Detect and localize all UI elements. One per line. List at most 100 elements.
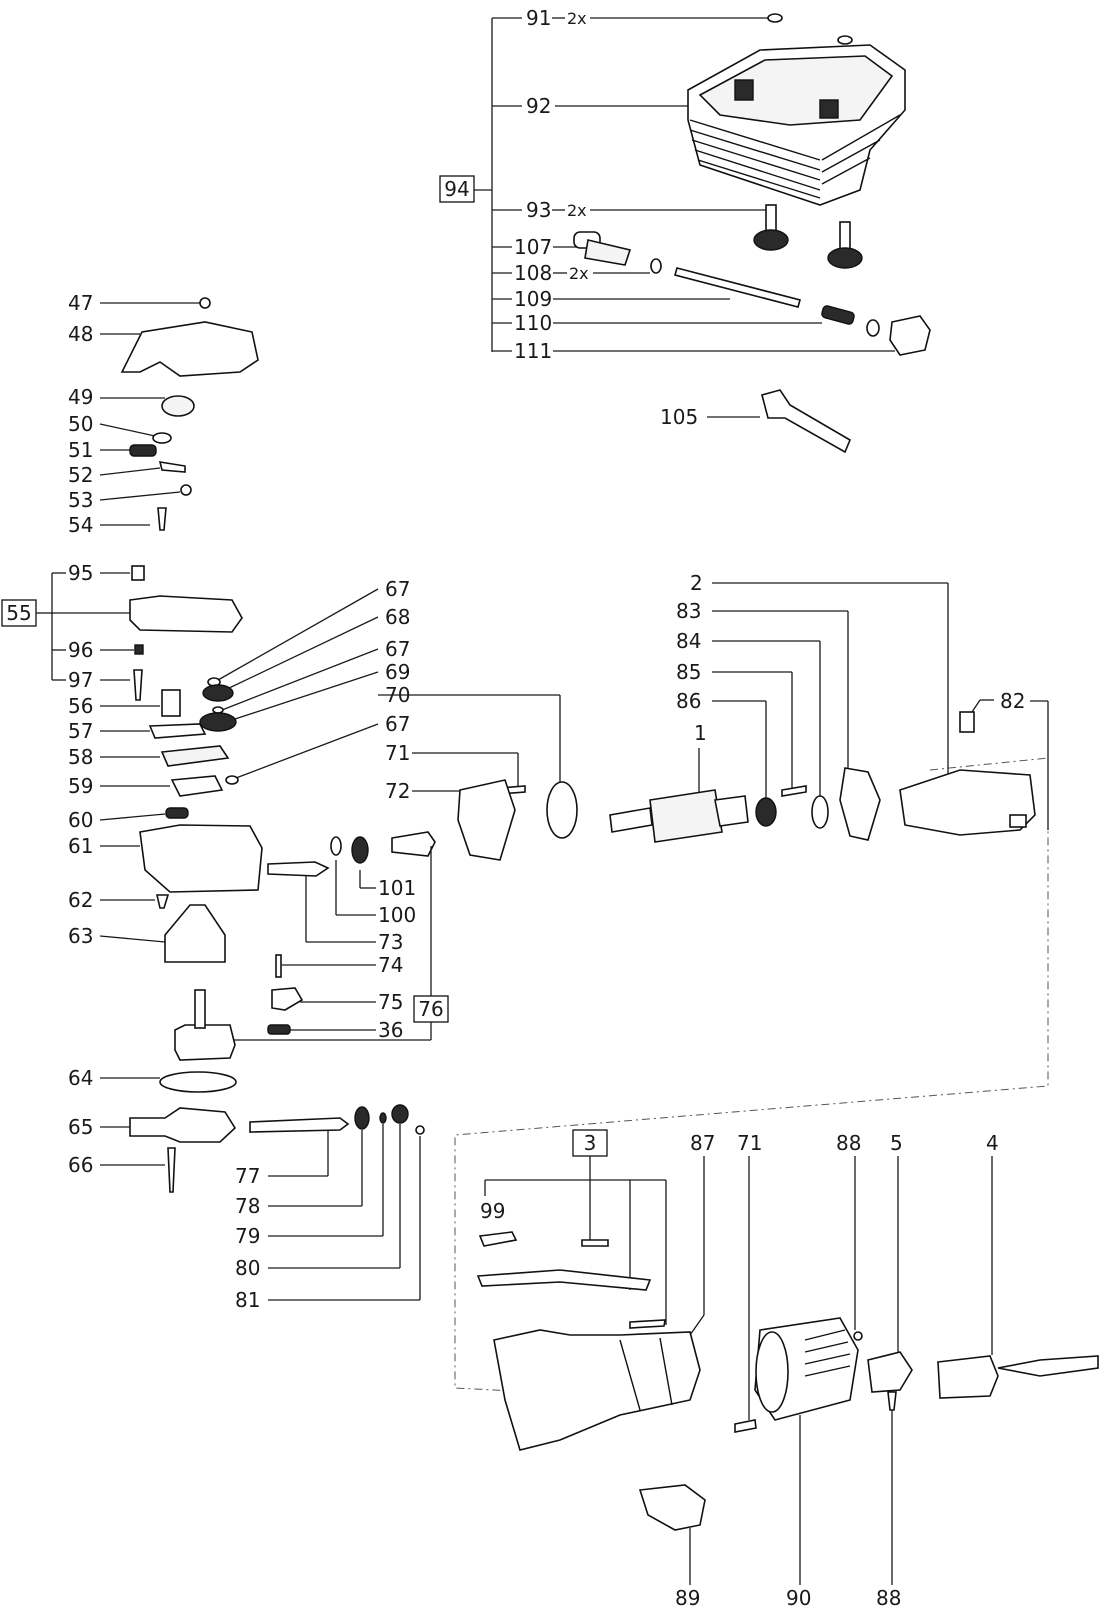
callout-61: 61 [68, 834, 93, 858]
group-center-gears: 67 68 67 69 70 67 71 72 [199, 577, 578, 861]
knob-part-49 [161, 395, 195, 417]
spring-part-36 [267, 1024, 291, 1035]
insert-part-96 [134, 644, 144, 655]
ring-part-64 [159, 1071, 237, 1093]
callout-54: 54 [68, 513, 93, 537]
callout-63: 63 [68, 924, 93, 948]
motor-cap-part-90 [754, 1317, 859, 1421]
callout-56: 56 [68, 694, 93, 718]
callout-84: 84 [676, 629, 701, 653]
callout-75: 75 [378, 990, 403, 1014]
callout-92: 92 [526, 94, 551, 118]
washer-part-67b [212, 706, 224, 714]
callout-67-low: 67 [385, 712, 410, 736]
wrench-part-105 [761, 389, 852, 454]
callout-67-mid: 67 [385, 637, 410, 661]
screw-part-88 [853, 1331, 863, 1341]
screw-part-54 [157, 507, 167, 531]
callout-87: 87 [690, 1131, 715, 1155]
slider-part-56 [161, 689, 181, 717]
lever-part-52 [158, 461, 186, 473]
callout-65: 65 [68, 1115, 93, 1139]
screw-part-81 [415, 1125, 425, 1135]
callout-93: 93 [526, 198, 551, 222]
spring-part-60 [165, 807, 189, 819]
callout-71-upper: 71 [385, 741, 410, 765]
callout-67-top: 67 [385, 577, 410, 601]
plate-part-57 [148, 723, 207, 739]
callout-5: 5 [890, 1131, 903, 1155]
brush-part-82 [959, 711, 975, 733]
callout-82: 82 [1000, 689, 1025, 713]
callout-50: 50 [68, 412, 93, 436]
callout-85: 85 [676, 660, 701, 684]
cover-part-48 [120, 321, 259, 377]
callout-76: 76 [418, 997, 443, 1021]
callout-101: 101 [378, 876, 416, 900]
callout-64: 64 [68, 1066, 93, 1090]
spring-part-51 [129, 444, 157, 457]
pin-part-74 [275, 954, 282, 978]
callout-89: 89 [675, 1586, 700, 1610]
callout-51: 51 [68, 438, 93, 462]
callout-107: 107 [514, 235, 552, 259]
spindle-part-76 [391, 831, 436, 857]
group-55: 55 95 96 97 [1, 561, 243, 701]
callout-71-lower: 71 [737, 1131, 762, 1155]
screw-part-66 [167, 1147, 176, 1193]
callout-99: 99 [480, 1199, 505, 1223]
callout-83: 83 [676, 599, 701, 623]
brush-part-82b [1009, 814, 1027, 828]
oring-part-84 [811, 795, 829, 829]
group-76: 101 100 73 74 75 36 76 [174, 831, 449, 1061]
bearing-part-80 [391, 1104, 409, 1124]
callout-53: 53 [68, 488, 93, 512]
base-plate-part-92 [687, 44, 906, 206]
qty-93: 2x [567, 201, 587, 220]
callout-72: 72 [385, 779, 410, 803]
group-upper-left: 47 48 49 50 51 52 53 54 [68, 291, 259, 537]
callout-110: 110 [514, 311, 552, 335]
callout-52: 52 [68, 463, 93, 487]
callout-105: 105 [660, 405, 698, 429]
screw-part-47 [199, 297, 211, 309]
callout-36: 36 [378, 1018, 403, 1042]
armature-part-1 [609, 789, 749, 843]
callout-1: 1 [694, 721, 707, 745]
stator-part-2 [899, 769, 1036, 836]
rod-part-3 [476, 1269, 652, 1291]
callout-3: 3 [584, 1131, 597, 1155]
assembly-boundary-line [454, 757, 1049, 1401]
callout-box-55 [1, 599, 37, 627]
washer-part-108 [650, 258, 662, 274]
callout-97: 97 [68, 668, 93, 692]
ring-part-79 [379, 1112, 387, 1124]
callout-80: 80 [235, 1256, 260, 1280]
callout-55: 55 [6, 601, 31, 625]
switch-part-99 [478, 1231, 518, 1247]
group-shaft: 77 78 79 80 81 [235, 1104, 425, 1312]
spindle-head-part-76 [174, 1024, 236, 1061]
callout-108: 108 [514, 261, 552, 285]
washer-part-91b [837, 35, 853, 45]
screw-part-71b [734, 1419, 757, 1433]
callout-box-3 [572, 1129, 608, 1157]
spindle-shaft-part-76 [194, 989, 206, 1029]
qty-91: 2x [567, 9, 587, 28]
washer-part-50 [152, 432, 172, 444]
washer-part-91 [767, 13, 783, 23]
callout-62: 62 [68, 888, 93, 912]
callout-68: 68 [385, 605, 410, 629]
bearing-part-78 [354, 1106, 370, 1130]
housing-part-61 [139, 824, 263, 893]
switch-part-89 [638, 1484, 706, 1531]
qty-108: 2x [569, 264, 589, 283]
spring-part-3 [629, 1319, 666, 1329]
callout-73: 73 [378, 930, 403, 954]
screw-part-85 [781, 785, 807, 797]
callout-box-76 [413, 995, 449, 1023]
callout-57: 57 [68, 719, 93, 743]
callout-66: 66 [68, 1153, 93, 1177]
callout-2: 2 [690, 571, 703, 595]
pin-part-3 [581, 1239, 609, 1247]
